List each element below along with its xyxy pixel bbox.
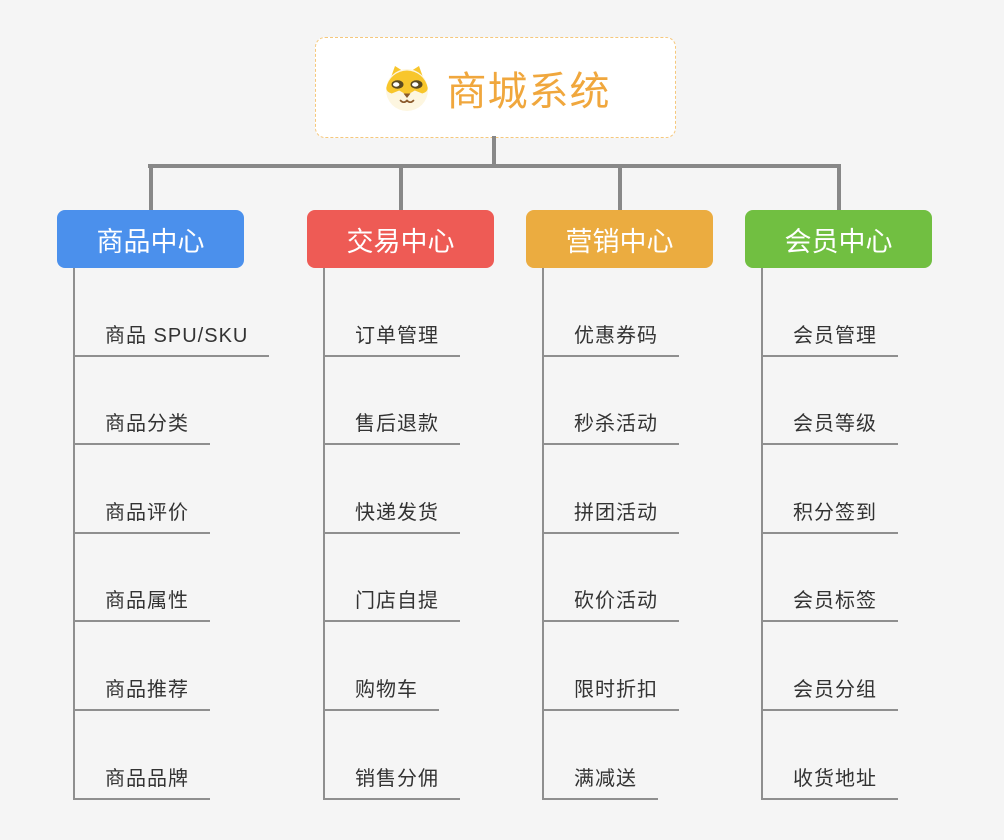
leaf-row: 会员等级 (761, 357, 898, 446)
leaf-node[interactable]: 会员标签 (761, 584, 898, 623)
leaf-node[interactable]: 商品推荐 (73, 673, 210, 711)
leaf-node[interactable]: 售后退款 (323, 407, 460, 446)
branch-marketing-center: 营销中心 优惠券码秒杀活动拼团活动砍价活动限时折扣满减送 (526, 164, 713, 800)
leaf-row: 商品评价 (73, 445, 269, 534)
branch-stem-connector (73, 268, 75, 800)
branch-member-center: 会员中心 会员管理会员等级积分签到会员标签会员分组收货地址 (745, 164, 932, 800)
leaf-row: 限时折扣 (542, 622, 679, 711)
leaf-row: 售后退款 (323, 357, 460, 446)
leaf-row: 砍价活动 (542, 534, 679, 623)
root-title: 商城系统 (446, 69, 611, 114)
leaf-row: 会员分组 (761, 622, 898, 711)
dog-icon (385, 65, 428, 111)
leaf-node[interactable]: 订单管理 (323, 319, 460, 357)
leaf-row: 商品品牌 (73, 711, 269, 800)
root-stem-connector (492, 136, 496, 168)
leaf-node[interactable]: 拼团活动 (542, 496, 679, 534)
leaf-row: 门店自提 (323, 534, 460, 623)
leaf-row: 商品推荐 (73, 622, 269, 711)
leaf-node[interactable]: 门店自提 (323, 584, 460, 623)
leaf-row: 商品 SPU/SKU (73, 268, 270, 357)
branch-trade-center: 交易中心 订单管理售后退款快递发货门店自提购物车销售分佣 (307, 164, 494, 800)
leaf-list: 商品 SPU/SKU 商品分类商品评价商品属性商品推荐商品品牌 (73, 268, 270, 800)
leaf-row: 商品分类 (73, 357, 269, 446)
leaf-node[interactable]: 积分签到 (761, 496, 898, 534)
branch-drop-connector (398, 164, 403, 210)
leaf-row: 销售分佣 (323, 711, 460, 800)
leaf-node[interactable]: 会员管理 (761, 319, 898, 357)
leaf-node[interactable]: 会员等级 (761, 407, 898, 446)
leaf-node[interactable]: 商品属性 (73, 584, 210, 623)
leaf-row: 会员管理 (761, 268, 898, 357)
leaf-row: 拼团活动 (542, 445, 679, 534)
leaf-row: 积分签到 (761, 445, 898, 534)
leaf-node[interactable]: 购物车 (323, 673, 439, 711)
leaf-row: 快递发货 (323, 445, 460, 534)
branch-stem-connector (542, 268, 544, 800)
branch-node-product-center[interactable]: 商品中心 (57, 210, 244, 268)
branches-horizontal-connector (148, 164, 839, 168)
leaf-node[interactable]: 优惠券码 (542, 319, 679, 357)
branch-node-trade-center[interactable]: 交易中心 (307, 210, 494, 268)
branch-drop-connector (836, 164, 841, 210)
leaf-row: 购物车 (323, 622, 460, 711)
leaf-node[interactable]: 商品 SPU/SKU (73, 319, 270, 357)
leaf-node[interactable]: 会员分组 (761, 673, 898, 711)
leaf-row: 商品属性 (73, 534, 269, 623)
leaf-row: 秒杀活动 (542, 357, 679, 446)
leaf-node[interactable]: 销售分佣 (323, 762, 460, 800)
leaf-node[interactable]: 收货地址 (761, 762, 898, 800)
leaf-list: 订单管理售后退款快递发货门店自提购物车销售分佣 (323, 268, 460, 800)
root-node[interactable]: 商城系统 (315, 37, 676, 138)
leaf-row: 收货地址 (761, 711, 898, 800)
leaf-node[interactable]: 砍价活动 (542, 584, 679, 623)
branch-product-center: 商品中心 商品 SPU/SKU 商品分类商品评价商品属性商品推荐商品品牌 (57, 164, 270, 800)
leaf-node[interactable]: 秒杀活动 (542, 407, 679, 446)
leaf-node[interactable]: 快递发货 (323, 496, 460, 534)
leaf-row: 会员标签 (761, 534, 898, 623)
leaf-row: 订单管理 (323, 268, 460, 357)
leaf-list: 优惠券码秒杀活动拼团活动砍价活动限时折扣满减送 (542, 268, 679, 800)
leaf-row: 优惠券码 (542, 268, 679, 357)
leaf-node[interactable]: 满减送 (542, 762, 658, 800)
branch-stem-connector (323, 268, 325, 800)
leaf-node[interactable]: 商品品牌 (73, 762, 210, 800)
branch-node-member-center[interactable]: 会员中心 (745, 210, 932, 268)
leaf-row: 满减送 (542, 711, 679, 800)
leaf-node[interactable]: 商品分类 (73, 407, 210, 446)
leaf-list: 会员管理会员等级积分签到会员标签会员分组收货地址 (761, 268, 898, 800)
branch-drop-connector (617, 164, 622, 210)
branch-node-marketing-center[interactable]: 营销中心 (526, 210, 713, 268)
branch-stem-connector (761, 268, 763, 800)
branch-drop-connector (148, 164, 153, 210)
leaf-node[interactable]: 限时折扣 (542, 673, 679, 711)
leaf-node[interactable]: 商品评价 (73, 496, 210, 534)
